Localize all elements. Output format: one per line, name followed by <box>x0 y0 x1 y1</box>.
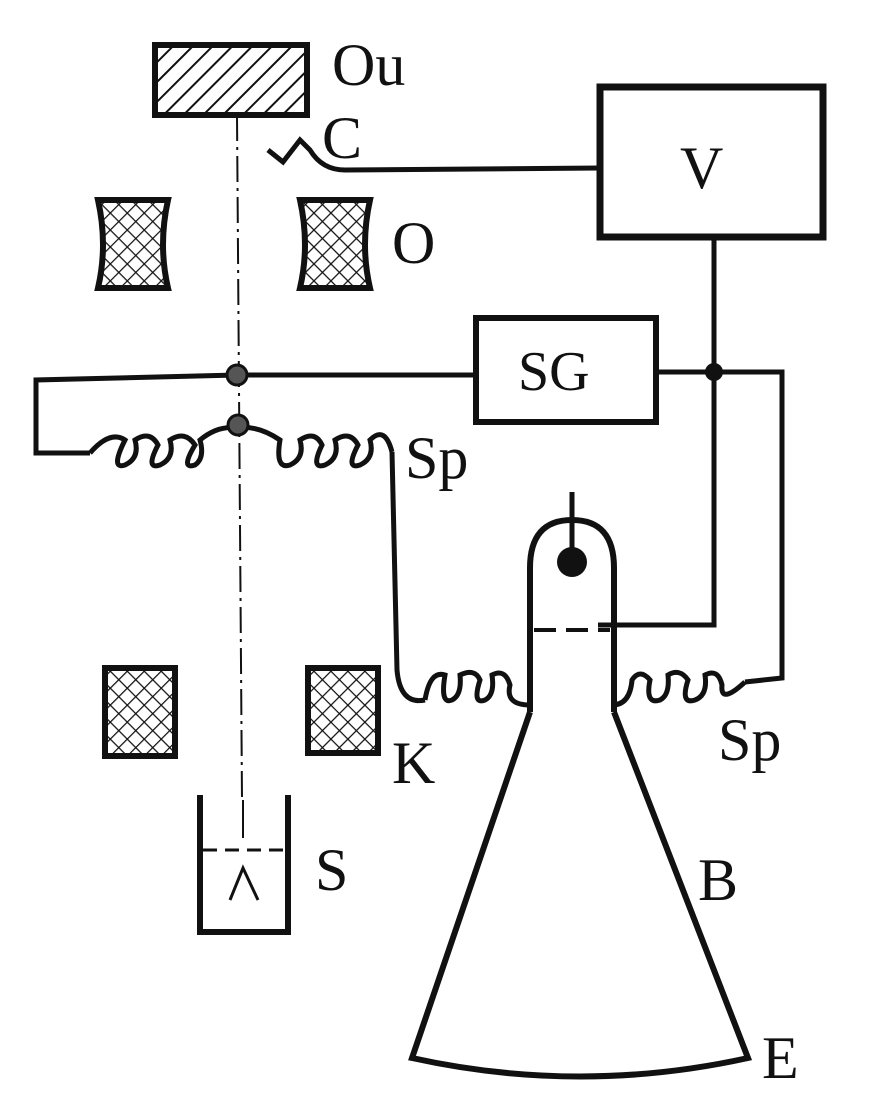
label-sg: SG <box>518 341 590 403</box>
label-sp-bottom: Sp <box>718 707 781 773</box>
wire-sp-down <box>389 451 426 704</box>
label-k: K <box>392 730 435 796</box>
label-e: E <box>762 1025 799 1091</box>
junction-dot-upper <box>225 363 249 387</box>
box-sg <box>473 315 659 425</box>
label-o: O <box>392 210 435 276</box>
label-sp-top: Sp <box>405 425 468 491</box>
lens-o-right <box>296 197 374 291</box>
optical-axis <box>236 114 243 801</box>
label-v: V <box>680 135 723 201</box>
wire-sg-left <box>33 372 476 456</box>
crt-bulb <box>408 710 753 1080</box>
collector-c <box>266 136 601 173</box>
label-ou: Ou <box>332 32 405 98</box>
lens-k-left <box>102 665 178 759</box>
detector-s <box>197 795 291 935</box>
junction-dot-lower <box>226 413 250 437</box>
label-c: C <box>322 105 362 171</box>
lens-o-left <box>94 197 172 291</box>
lens-k-right <box>305 665 381 756</box>
coil-sp-bottom-right <box>611 669 747 708</box>
crt-gun <box>557 547 587 577</box>
label-b: B <box>698 847 738 913</box>
detector-s-emitter <box>228 864 260 901</box>
coil-sp-bottom-left <box>422 669 531 708</box>
junction-dot-right <box>705 363 723 381</box>
object-ou <box>152 42 310 118</box>
label-s: S <box>315 837 348 903</box>
wire-sg-right <box>656 369 785 685</box>
